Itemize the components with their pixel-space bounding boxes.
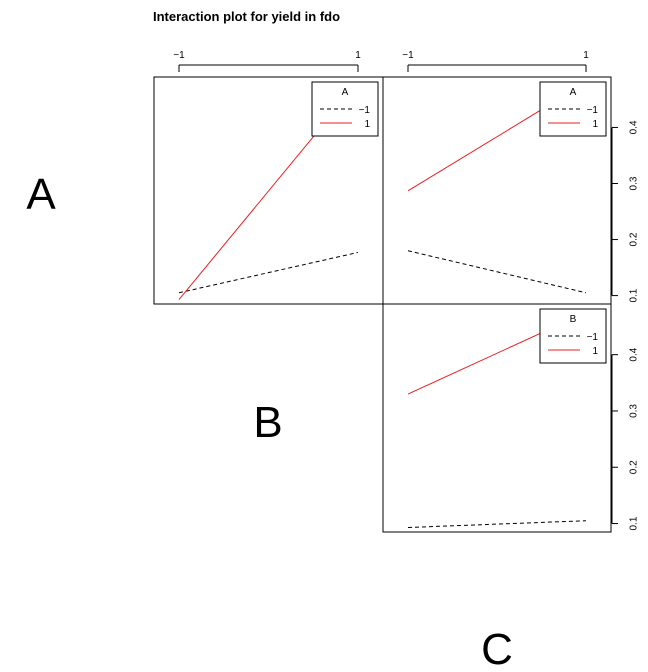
top-axis-tick-label: 1 [355,50,361,61]
chart-title: Interaction plot for yield in fdo [153,9,340,24]
right-axis-tick-label: 0.3 [629,404,640,418]
factor-label-c: C [481,625,513,672]
right-axes: 0.1 0.2 0.3 0.4 0.1 0.2 0.3 0.4 [611,120,640,531]
series-line--1 [178,251,359,294]
legend: B −1 1 [539,308,607,364]
right-axis-tick-label: 0.2 [629,232,640,246]
right-axis-tick-label: 0.4 [629,347,640,361]
legend-label: −1 [359,105,371,116]
top-axis-tick-label: 1 [583,50,589,61]
top-axis-col-2: −1 1 [402,50,589,72]
top-axes: −1 1 −1 1 [173,50,589,72]
top-axis-tick-label: −1 [402,50,414,61]
top-axis-tick-label: −1 [173,50,185,61]
legend-label: −1 [587,332,599,343]
right-axis-tick-label: 0.1 [629,288,640,302]
series-line--1 [407,520,587,528]
series-line--1 [407,250,587,294]
panel-bxc: B −1 1 [382,303,612,533]
legend-label: 1 [364,119,370,130]
panels: A−11A−11B−11 [153,76,612,533]
right-axis-row-1: 0.1 0.2 0.3 0.4 [611,120,640,303]
legend: A −1 1 [539,81,607,137]
legend-title: A [342,87,349,98]
legend-label: 1 [592,346,598,357]
legend: A −1 1 [311,81,379,137]
legend-label: 1 [592,119,598,130]
top-axis-col-1: −1 1 [173,50,361,72]
legend-label: −1 [587,105,599,116]
factor-label-a: A [26,170,56,219]
legend-title: A [570,87,577,98]
right-axis-tick-label: 0.1 [629,516,640,530]
panel-axc: A −1 1 [382,76,612,305]
factor-label-b: B [253,398,282,447]
legend-title: B [570,314,577,325]
right-axis-tick-label: 0.2 [629,460,640,474]
panel-frame [382,303,612,533]
panel-axb: A −1 1 [153,76,384,305]
right-axis-row-2: 0.1 0.2 0.3 0.4 [611,347,640,531]
right-axis-tick-label: 0.3 [629,176,640,190]
right-axis-tick-label: 0.4 [629,120,640,134]
